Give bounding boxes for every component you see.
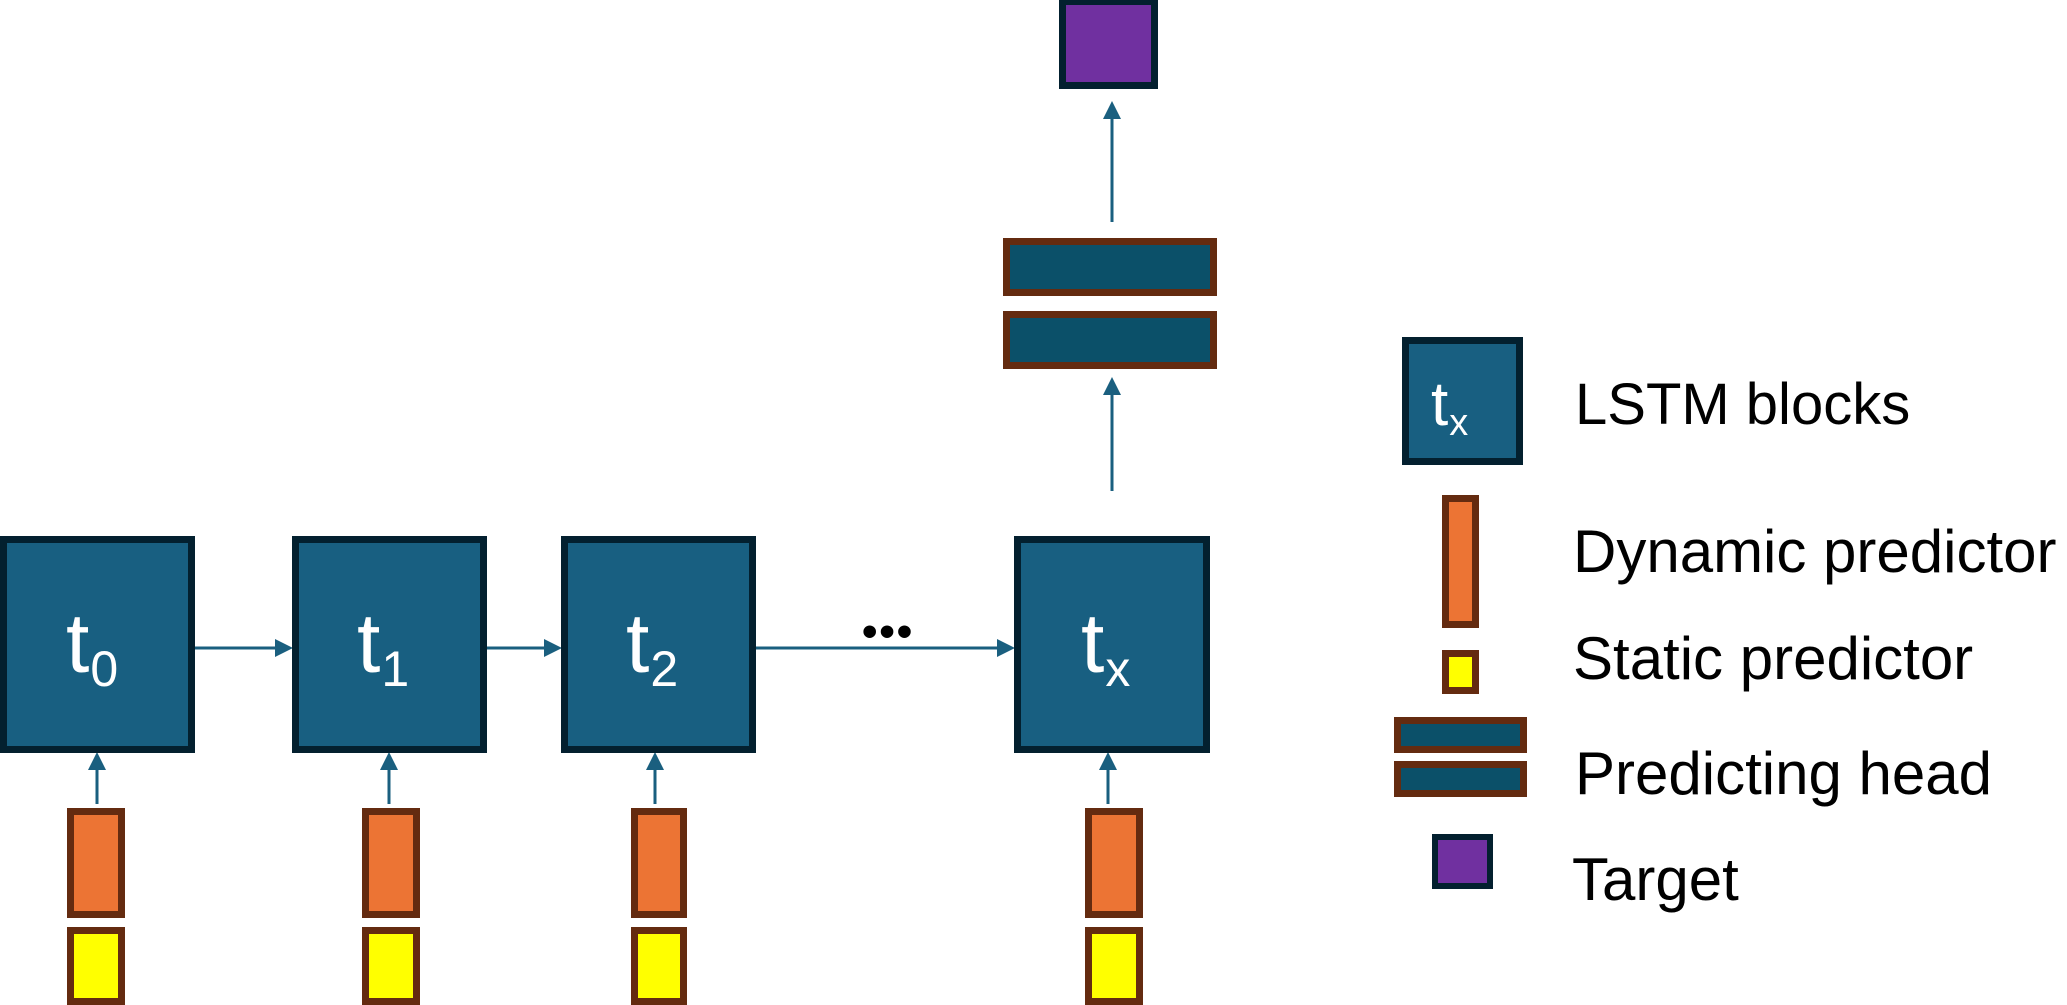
legend-head-icon-2: [1394, 761, 1527, 797]
ellipsis: •••: [862, 607, 915, 656]
lstm-block-label: tx: [1081, 601, 1130, 694]
predicting-head-layer-2: [1003, 311, 1217, 369]
legend-dynamic-icon: [1442, 495, 1479, 628]
legend-head-icon-1: [1394, 717, 1527, 753]
dynamic-predictor-t1: [362, 808, 420, 918]
label-base: t: [357, 596, 381, 690]
dynamic-predictor-tx: [1085, 808, 1143, 918]
legend-head-label: Predicting head: [1575, 740, 1992, 807]
static-predictor-t1: [362, 927, 420, 1005]
label-subscript: 0: [90, 641, 119, 697]
dynamic-predictor-t0: [67, 808, 125, 918]
static-predictor-t2: [631, 927, 687, 1005]
predicting-head-layer-1: [1003, 238, 1217, 296]
legend-static-icon: [1442, 650, 1479, 694]
label-subscript: x: [1105, 641, 1131, 697]
label-base: t: [1431, 370, 1449, 439]
lstm-block-tx: tx: [1014, 536, 1210, 753]
legend-static-label: Static predictor: [1573, 625, 1974, 692]
legend-lstm-label: LSTM blocks: [1575, 372, 1911, 437]
lstm-block-label: t1: [357, 601, 409, 694]
static-predictor-tx: [1085, 927, 1143, 1005]
label-base: t: [66, 596, 90, 690]
lstm-block-t2: t2: [561, 536, 756, 753]
legend-lstm-icon-label: tx: [1431, 374, 1468, 443]
legend-lstm-icon: tx: [1402, 337, 1523, 465]
legend-dynamic-label: Dynamic predictor: [1573, 518, 2057, 585]
label-subscript: x: [1449, 402, 1469, 444]
dynamic-predictor-t2: [631, 808, 687, 918]
static-predictor-t0: [67, 927, 125, 1005]
lstm-block-t0: t0: [0, 536, 195, 753]
target-output: [1059, 0, 1158, 89]
label-base: t: [626, 596, 650, 690]
legend-target-label: Target: [1572, 846, 1739, 913]
lstm-block-label: t2: [626, 601, 678, 694]
label-base: t: [1081, 596, 1105, 690]
label-subscript: 2: [650, 641, 679, 697]
label-subscript: 1: [381, 641, 410, 697]
legend-target-icon: [1432, 834, 1493, 889]
lstm-block-label: t0: [66, 601, 118, 694]
lstm-block-t1: t1: [292, 536, 487, 753]
